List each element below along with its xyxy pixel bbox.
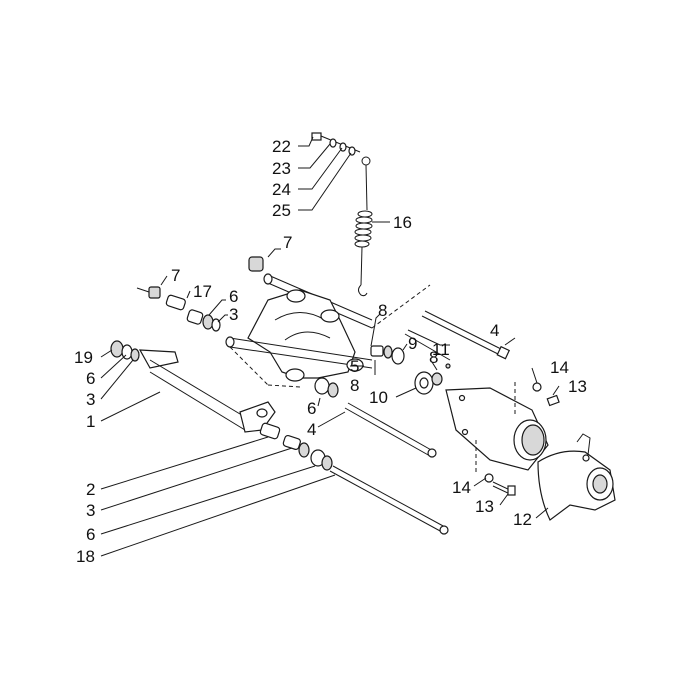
main-axle	[110, 340, 276, 433]
bolt-stack-top	[311, 132, 361, 156]
callout-11: 11	[432, 340, 450, 359]
callout-3-top: 3	[229, 305, 238, 324]
leader-lines	[100, 136, 560, 557]
long-bolt-4-middle	[344, 402, 437, 458]
callout-3-left: 3	[86, 390, 95, 409]
spring-assembly	[354, 156, 373, 297]
callout-22: 22	[272, 137, 291, 156]
pin-8-spacers	[370, 345, 405, 365]
nut-7-upper	[248, 256, 264, 272]
long-bolt-4-upper	[404, 310, 511, 369]
callout-8-center: 8	[350, 376, 359, 395]
callout-4-middle: 4	[307, 420, 316, 439]
callout-17: 17	[193, 282, 212, 301]
callout-6-middle: 6	[307, 399, 316, 418]
callout-8-top: 8	[378, 301, 387, 320]
long-bolt-18	[329, 465, 449, 535]
callout-16: 16	[393, 213, 412, 232]
callout-13-lower: 13	[475, 497, 494, 516]
bushing-17	[165, 294, 186, 311]
bolt-14-13-lower	[475, 440, 516, 496]
callout-14-lower: 14	[452, 478, 471, 497]
callout-3-bottom: 3	[86, 501, 95, 520]
callout-6-bottom: 6	[86, 525, 95, 544]
callout-23: 23	[272, 159, 291, 178]
lower-bushings	[259, 422, 333, 471]
callout-19: 19	[74, 348, 93, 367]
silentblock-10	[414, 371, 443, 395]
callout-12: 12	[513, 510, 532, 529]
mounting-plate	[445, 387, 549, 471]
washer-stack-6-3	[186, 309, 221, 332]
swing-arm-bracket	[225, 273, 373, 382]
callout-14-upper: 14	[550, 358, 569, 377]
callout-4-upper: 4	[490, 321, 499, 340]
callout-10: 10	[369, 388, 388, 407]
callout-labels: 22 23 24 25 16 7 7 17 6 3 8 4 9 11 8 5 8…	[74, 137, 587, 566]
bushing-6-middle	[314, 377, 339, 398]
callout-5: 5	[350, 357, 359, 376]
callout-24: 24	[272, 180, 291, 199]
callout-9: 9	[408, 334, 417, 353]
callout-7-upper: 7	[283, 233, 292, 252]
callout-6-left: 6	[86, 369, 95, 388]
nut-7-left	[136, 286, 161, 299]
callout-25: 25	[272, 201, 291, 220]
callout-7-left: 7	[171, 266, 180, 285]
callout-13-upper: 13	[568, 377, 587, 396]
callout-1: 1	[86, 412, 95, 431]
callout-18: 18	[76, 547, 95, 566]
housing-12	[537, 433, 616, 521]
callout-6-top: 6	[229, 287, 238, 306]
callout-2: 2	[86, 480, 95, 499]
callout-8-right: 8	[429, 348, 438, 367]
